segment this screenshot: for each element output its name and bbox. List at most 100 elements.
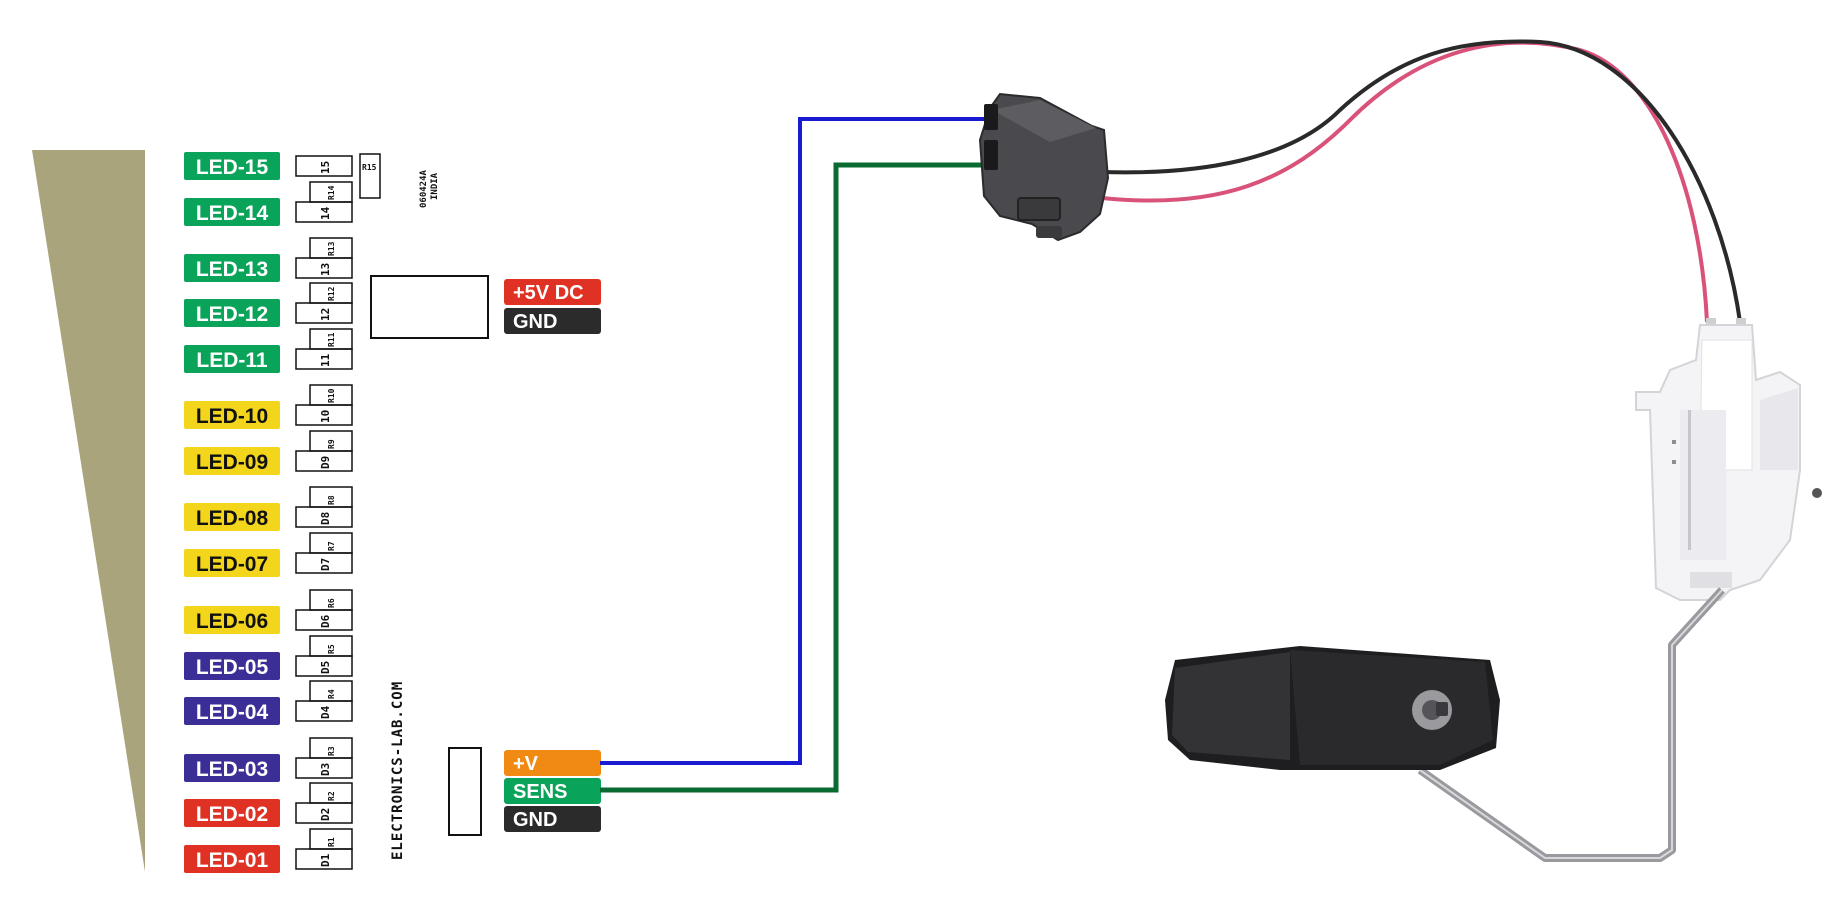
diode-designator: D5 [319,661,332,674]
resistor-designator: R6 [327,598,336,608]
led-label: LED-04 [196,701,269,724]
resistor-designator: R15 [362,163,377,172]
resistor-footprint [359,153,381,199]
resistor-footprint [309,430,353,452]
sensor-pin-badge [504,778,601,804]
resistor-footprint [309,486,353,508]
resistor-designator: R10 [327,388,336,403]
led-label-badge [184,754,280,782]
resistor-designator: R7 [327,541,336,551]
led-row: LED-05 D5 R5 [184,635,353,680]
resistor-designator: R5 [327,644,336,654]
diode-designator: 10 [319,410,332,423]
diode-designator: D1 [319,853,332,867]
led-label-badge [184,198,280,226]
resistor-designator: R4 [327,689,336,699]
resistor-designator: R1 [327,837,336,847]
diode-designator: 12 [319,308,332,321]
power-pin-badge [504,308,601,334]
sensor-connector: +V SENS GND [448,747,601,836]
board-code-line-1: 060424A [419,169,429,208]
resistor-footprint [309,181,353,203]
resistor-designator: R2 [327,791,336,801]
led-label-badge [184,401,280,429]
diode-designator: 14 [319,206,332,220]
diode-footprint [295,155,353,177]
led-label: LED-08 [196,507,269,530]
fuel-sender-housing [1635,318,1822,601]
diode-designator: D9 [319,456,332,469]
board-code: 060424A INDIA [419,169,440,208]
wire-sens [600,162,988,793]
resistor-footprint [309,532,353,554]
led-label-badge [184,549,280,577]
resistor-footprint [309,828,353,850]
led-row: LED-03 D3 R3 [184,737,353,782]
sensor-pin-label: +V [513,753,539,775]
sensor-pin-label: SENS [513,781,567,803]
led-label-badge [184,799,280,827]
resistor-designator: R3 [327,746,336,756]
float [1165,646,1500,770]
led-row: LED-13 13 R13 [184,237,353,282]
led-label-badge [184,254,280,282]
diode-designator: D3 [319,763,332,776]
led-label: LED-12 [196,303,268,326]
led-label: LED-15 [196,156,269,179]
resistor-footprint [309,282,353,304]
led-label-badge [184,447,280,475]
resistor-footprint [309,737,353,759]
sender-cable-black [1101,39,1742,323]
diode-designator: D4 [319,705,332,719]
diode-designator: D2 [319,808,332,821]
resistor-designator: R12 [327,286,336,301]
led-label-badge [184,503,280,531]
led-label: LED-10 [196,405,268,428]
led-label: LED-03 [196,758,268,781]
resistor-designator: R11 [327,332,336,347]
sensor-connector-footprint [448,747,482,836]
board-code-line-2: INDIA [430,172,440,200]
diode-designator: D8 [319,512,332,525]
resistor-designator: R9 [327,439,336,449]
led-label-badge [184,152,280,180]
led-label-badge [184,345,280,373]
led-label: LED-07 [196,553,268,576]
diode-designator: 15 [319,161,332,174]
led-label-badge [184,845,280,873]
led-row: LED-10 10 R10 [184,384,353,429]
led-row: LED-09 D9 R9 [184,430,353,475]
led-label: LED-13 [196,258,268,281]
led-label: LED-05 [196,656,269,679]
resistor-footprint [309,328,353,350]
led-label: LED-09 [196,451,268,474]
power-pin-label: +5V DC [513,282,584,304]
resistor-designator: R13 [327,241,336,256]
sensor-pin-badge [504,750,601,776]
resistor-footprint [309,635,353,657]
led-label: LED-01 [196,849,269,872]
led-label-badge [184,606,280,634]
power-pin-badge [504,279,601,305]
sensor-pin-label: GND [513,809,557,831]
led-row: LED-12 12 R12 [184,282,353,327]
power-connector-footprint [370,275,489,339]
led-row: LED-04 D4 R4 [184,680,353,725]
sender-cable-red [1101,40,1709,323]
led-label: LED-06 [196,610,268,633]
sensor-pin-badge [504,806,601,832]
resistor-footprint [309,589,353,611]
led-label: LED-02 [196,803,268,826]
led-label-badge [184,652,280,680]
level-indicator-wedge [32,150,145,872]
resistor-footprint [309,680,353,702]
led-row: LED-15 15 R15 [184,152,381,199]
diode-designator: 13 [319,263,332,276]
